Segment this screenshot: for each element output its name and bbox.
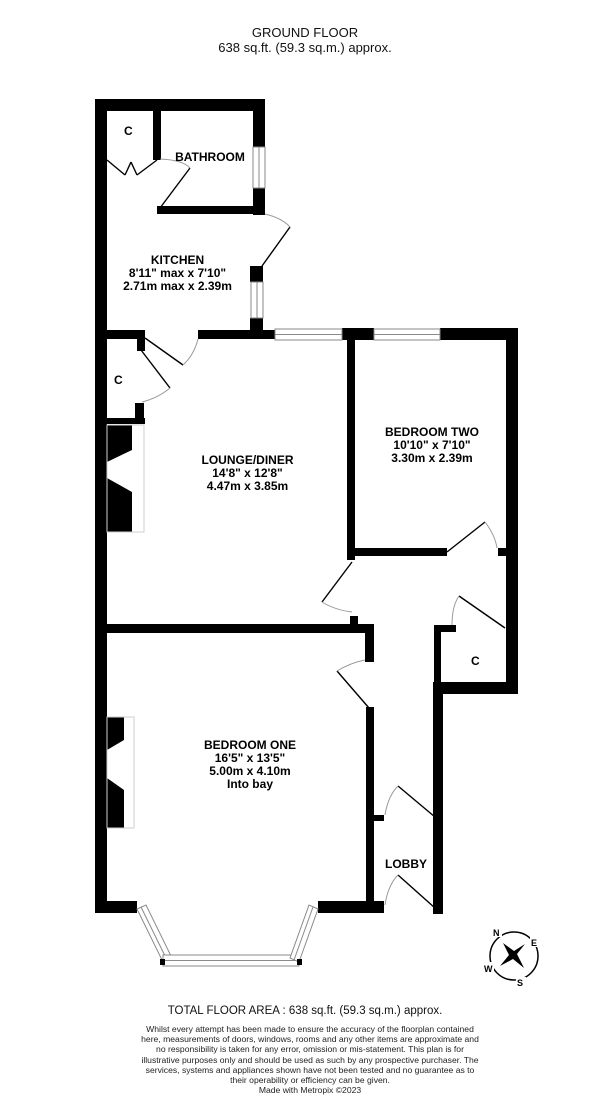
disclaimer: Whilst every attempt has been made to en… (140, 1024, 480, 1095)
bay-corners (160, 959, 302, 965)
room-dimensions-imperial: 10'10" x 7'10" (393, 438, 471, 452)
floor-title: GROUND FLOOR (251, 25, 359, 40)
room-lounge-diner: LOUNGE/DINER 14'8" x 12'8" 4.47m x 3.85m (175, 454, 320, 493)
room-dimensions-imperial: 16'5" x 13'5" (214, 751, 286, 765)
compass-w: W (484, 964, 493, 974)
room-name: LOBBY (385, 857, 427, 871)
walls (95, 99, 518, 914)
total-floor-area: TOTAL FLOOR AREA : 638 sq.ft. (59.3 sq.m… (167, 1005, 443, 1017)
compass-s: S (517, 978, 523, 988)
room-dimensions-metric: 4.47m x 3.85m (206, 479, 289, 493)
room-name: LOUNGE/DINER (201, 453, 294, 467)
room-bathroom: BATHROOM (165, 151, 255, 164)
credit: Made with Metropix ©2023 (258, 1085, 362, 1095)
door-leaves (106, 159, 506, 909)
floor-area: 638 sq.ft. (59.3 sq.m.) approx. (218, 40, 392, 55)
compass-rose: N E W S (484, 927, 540, 988)
room-name: BEDROOM TWO (385, 425, 479, 439)
room-note: Into bay (226, 777, 273, 791)
room-name: BATHROOM (175, 150, 245, 164)
room-kitchen: KITCHEN 8'11" max x 7'10" 2.71m max x 2.… (100, 254, 255, 293)
room-name: BEDROOM ONE (203, 738, 296, 752)
compass-e: E (531, 938, 537, 948)
cupboard-label-lounge: C (114, 373, 123, 387)
disclaimer-text: Whilst every attempt has been made to en… (141, 1024, 479, 1086)
room-name: KITCHEN (150, 253, 205, 267)
cupboard-label-hall: C (471, 654, 480, 668)
room-dimensions-imperial: 14'8" x 12'8" (212, 466, 283, 480)
fireplace-hearths (106, 424, 145, 829)
room-dimensions-imperial: 8'11" max x 7'10" (128, 266, 227, 280)
room-dimensions-metric: 5.00m x 4.10m (209, 764, 291, 778)
floor-plan: N E W S (95, 99, 540, 988)
room-dimensions-metric: 3.30m x 2.39m (391, 451, 473, 465)
cupboard-label-kitchen: C (124, 124, 133, 138)
room-bedroom-one: BEDROOM ONE 16'5" x 13'5" 5.00m x 4.10m … (175, 739, 325, 791)
room-lobby: LOBBY (378, 858, 434, 871)
room-dimensions-metric: 2.71m max x 2.39m (123, 279, 232, 293)
compass-n: N (493, 928, 500, 938)
room-bedroom-two: BEDROOM TWO 10'10" x 7'10" 3.30m x 2.39m (362, 426, 502, 465)
door-swings (141, 158, 498, 906)
compass-star-icon (500, 943, 525, 968)
